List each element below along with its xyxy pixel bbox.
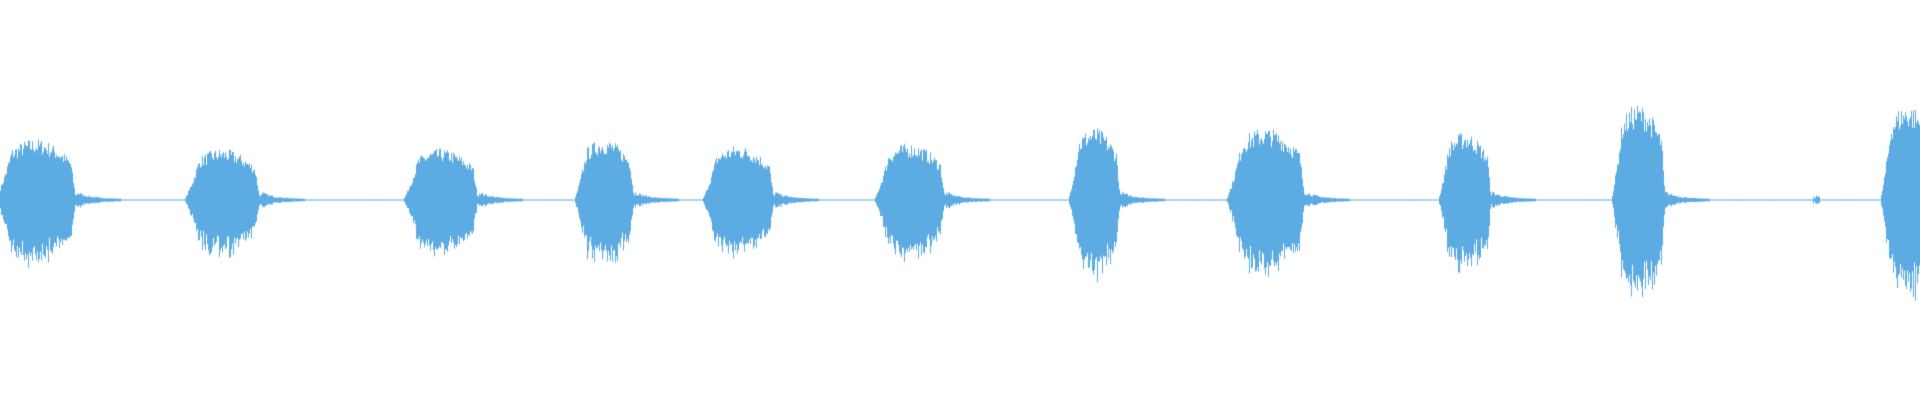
waveform-view[interactable] [0,0,1920,400]
audio-waveform[interactable] [0,0,1920,400]
